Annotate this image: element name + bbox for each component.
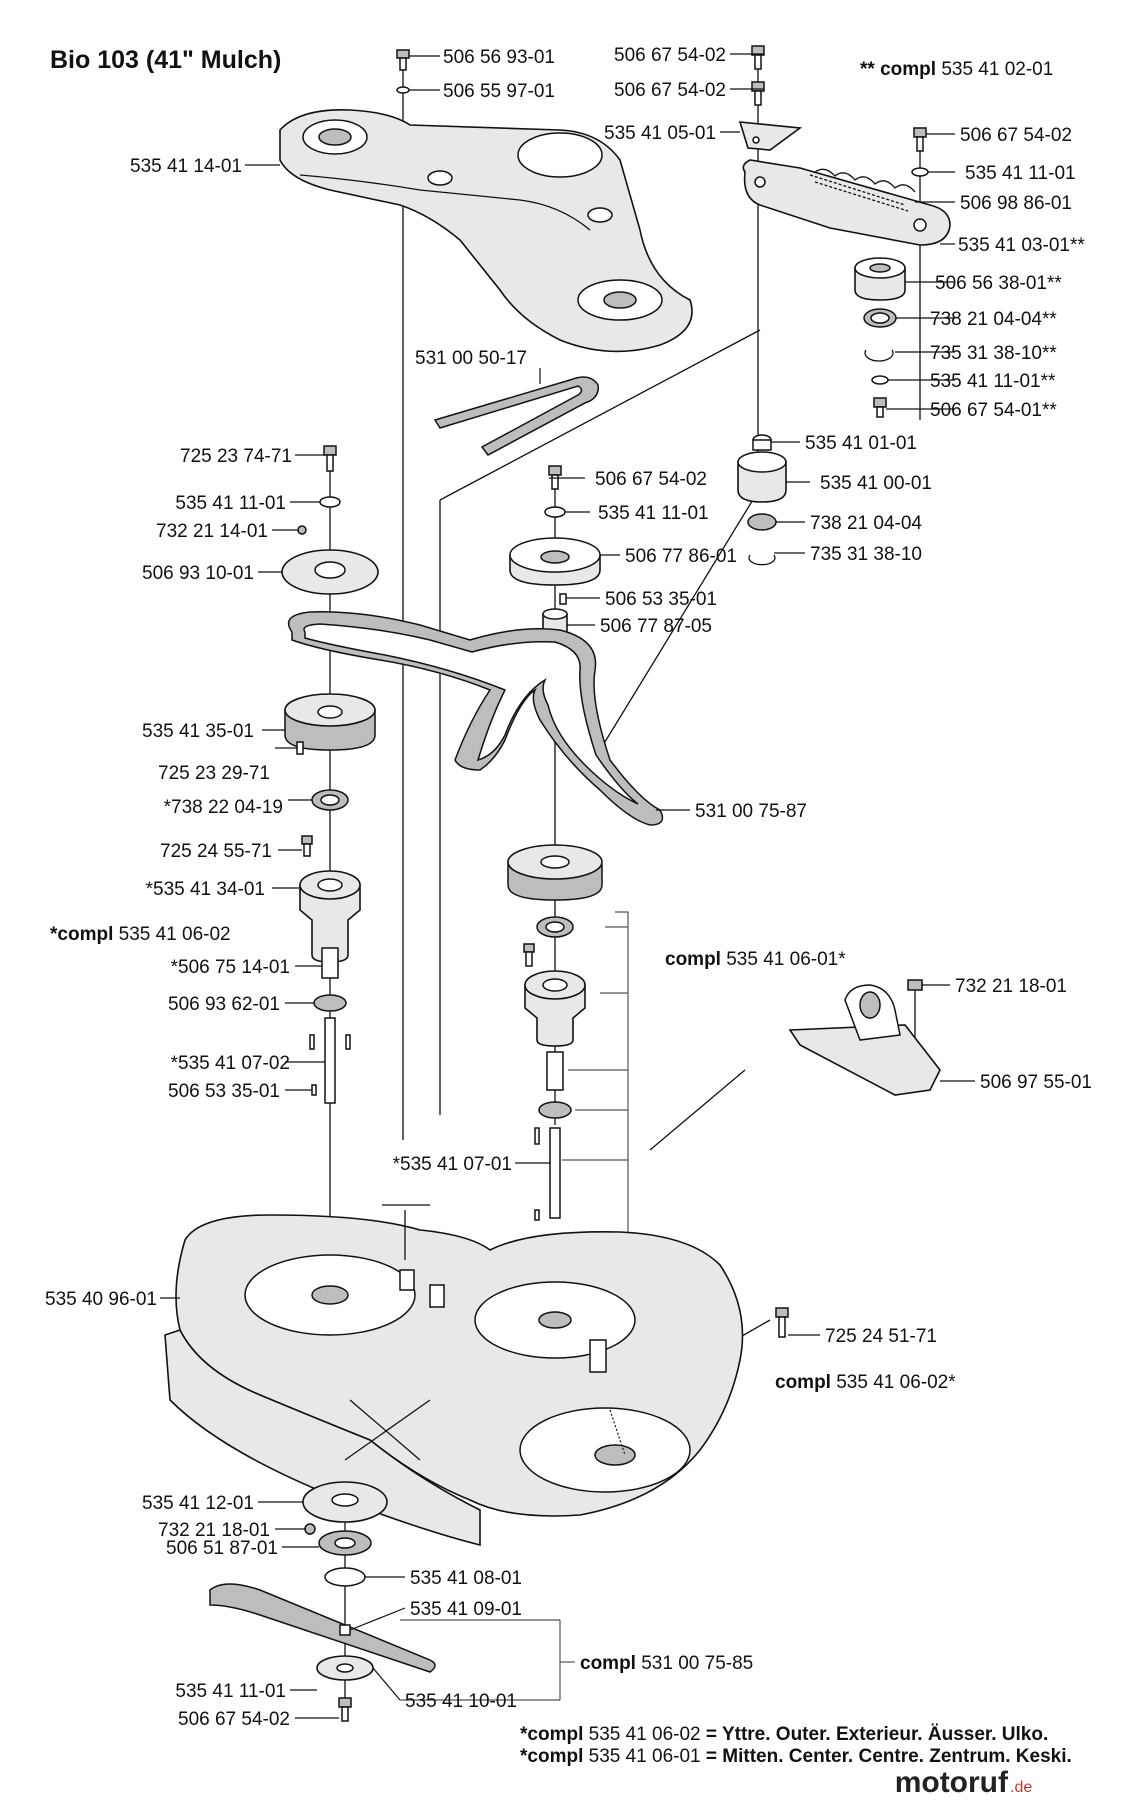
part-label: 535 41 08-01 <box>410 1568 522 1589</box>
belt-cover[interactable] <box>279 109 693 353</box>
part-label: 506 98 86-01 <box>960 193 1072 214</box>
part-label: 506 67 54-02 <box>595 469 707 490</box>
part-label: 506 93 62-01 <box>168 994 280 1015</box>
blade-stack[interactable] <box>209 1481 436 1722</box>
part-label: 732 21 18-01 <box>955 976 1067 997</box>
part-label: 506 51 87-01 <box>166 1538 278 1559</box>
part-label: 725 24 55-71 <box>160 841 272 862</box>
part-label: 735 31 38-10 <box>810 544 922 565</box>
part-label: 535 41 03-01** <box>958 235 1085 256</box>
footnote-center: *compl 535 41 06-01 = Mitten. Center. Ce… <box>520 1746 1072 1767</box>
part-label: 506 77 86-01 <box>625 546 737 567</box>
diagram-title: Bio 103 (41" Mulch) <box>50 46 281 74</box>
part-label: 535 41 11-01 <box>598 503 709 524</box>
compl-labels: ** compl 535 41 02-01 *compl 535 41 06-0… <box>50 59 1053 1674</box>
watermark-tld: .de <box>1010 1779 1032 1796</box>
part-label: 732 21 18-01 <box>158 1520 270 1541</box>
leader-lines <box>160 53 975 1719</box>
part-labels: 506 56 93-01 506 55 97-01 506 67 54-02 5… <box>45 45 1092 1730</box>
part-label: 535 41 10-01 <box>405 1691 517 1712</box>
part-label: 732 21 14-01 <box>156 521 268 542</box>
compl-label: *compl 535 41 06-02 <box>50 924 231 945</box>
part-label: 506 67 54-02 <box>614 45 726 66</box>
spring[interactable] <box>814 168 916 193</box>
part-label: 535 41 11-01** <box>930 371 1056 392</box>
part-label: 535 41 35-01 <box>142 721 254 742</box>
compl-label: ** compl 535 41 02-01 <box>860 59 1053 80</box>
part-label: 725 23 29-71 <box>158 763 270 784</box>
part-label: *506 75 14-01 <box>171 957 290 978</box>
part-label: *535 41 07-02 <box>171 1053 290 1074</box>
deck-bracket[interactable] <box>788 979 941 1096</box>
drive-belt[interactable] <box>287 611 664 826</box>
watermark-brand: motoruf <box>895 1766 1009 1799</box>
part-label: 506 93 10-01 <box>142 563 254 584</box>
bolt-top-1[interactable] <box>396 49 410 94</box>
part-label: 506 67 54-02 <box>178 1709 290 1730</box>
tensioner-arm[interactable] <box>742 159 951 246</box>
part-label: 535 41 12-01 <box>142 1493 254 1514</box>
compl-label: compl 531 00 75-85 <box>580 1653 753 1674</box>
part-label: 506 67 54-01** <box>930 400 1057 421</box>
part-label: *738 22 04-19 <box>164 797 283 818</box>
deck-bolt[interactable] <box>775 1307 789 1338</box>
part-label: 535 41 01-01 <box>805 433 917 454</box>
compl-label: compl 535 41 06-02* <box>775 1372 956 1393</box>
blade-bracket <box>400 1619 575 1701</box>
part-label: 735 31 38-10** <box>930 343 1057 364</box>
left-spindle-stack[interactable] <box>284 693 376 1104</box>
part-label: 535 41 11-01 <box>175 1681 286 1702</box>
compl-label: compl 535 41 06-01* <box>665 949 846 970</box>
part-label: 738 21 04-04** <box>930 309 1057 330</box>
part-label: 535 41 00-01 <box>820 473 932 494</box>
part-label: 506 77 87-05 <box>600 616 712 637</box>
watermark: motoruf .de <box>895 1766 1033 1799</box>
part-label: 506 67 54-02 <box>960 125 1072 146</box>
part-label: 506 55 97-01 <box>443 81 555 102</box>
part-label: *535 41 34-01 <box>146 879 265 900</box>
part-label: 506 56 93-01 <box>443 47 555 68</box>
part-label: 506 53 35-01 <box>605 589 717 610</box>
part-label: 535 40 96-01 <box>45 1289 157 1310</box>
part-label: 506 53 35-01 <box>168 1081 280 1102</box>
part-label: 506 56 38-01** <box>935 273 1062 294</box>
compl-bracket <box>562 911 629 1236</box>
mower-deck[interactable] <box>164 1204 744 1547</box>
part-label: 535 41 11-01 <box>175 493 286 514</box>
part-label: 535 41 09-01 <box>410 1599 522 1620</box>
part-label: 535 41 11-01 <box>965 163 1076 184</box>
part-label: 535 41 05-01 <box>604 123 716 144</box>
footnotes: *compl 535 41 06-02 = Yttre. Outer. Exte… <box>520 1724 1072 1767</box>
belt-small[interactable] <box>433 376 599 456</box>
idler-stack-center[interactable] <box>737 434 787 566</box>
center-spindle-stack[interactable] <box>507 844 603 1221</box>
plate-535-41-05-01[interactable] <box>738 121 803 151</box>
part-label: 535 41 14-01 <box>130 156 242 177</box>
center-pulley-upper[interactable] <box>509 465 601 641</box>
footnote-outer: *compl 535 41 06-02 = Yttre. Outer. Exte… <box>520 1724 1048 1745</box>
idler-stack-right[interactable] <box>854 257 906 418</box>
part-label: 506 67 54-02 <box>614 80 726 101</box>
part-label: *535 41 07-01 <box>393 1154 512 1175</box>
part-label: 506 97 55-01 <box>980 1072 1092 1093</box>
part-label: 725 24 51-71 <box>825 1326 937 1347</box>
part-label: 725 23 74-71 <box>180 446 292 467</box>
left-pulley-upper[interactable] <box>281 445 379 595</box>
part-label: 531 00 75-87 <box>695 801 807 822</box>
part-label: 531 00 50-17 <box>415 348 527 369</box>
part-label: 738 21 04-04 <box>810 513 922 534</box>
bolt-top-2[interactable] <box>751 45 765 106</box>
